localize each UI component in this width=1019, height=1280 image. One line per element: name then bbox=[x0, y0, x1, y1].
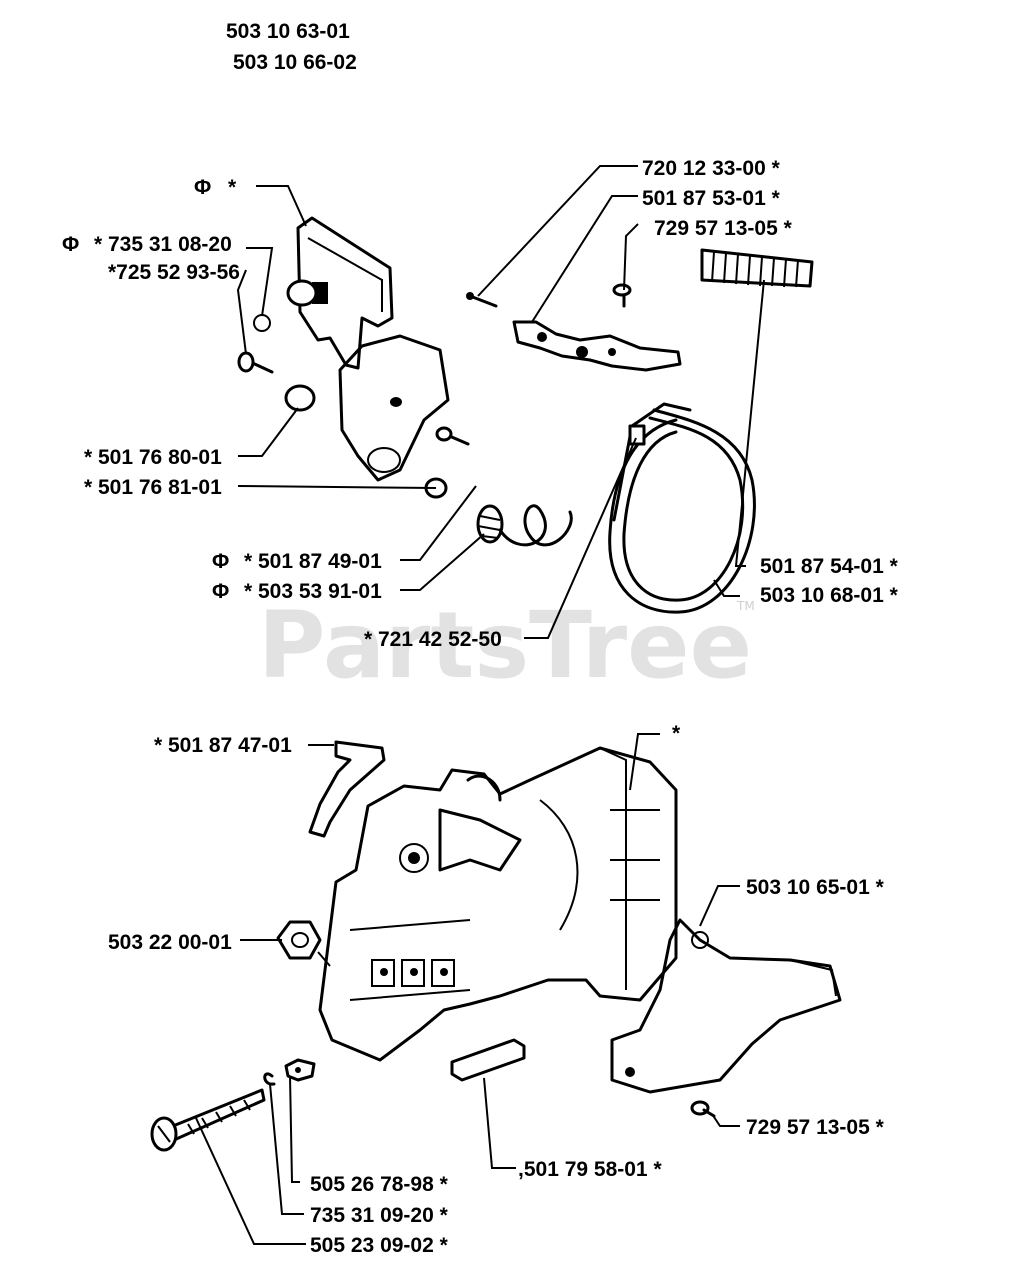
label-503-53-91-01: * 503 53 91-01 bbox=[244, 580, 382, 603]
label-handle: * bbox=[228, 176, 237, 199]
model-number-2: 503 10 66-02 bbox=[233, 51, 357, 74]
circlip-part bbox=[263, 1072, 276, 1086]
label-505-26-78-98: 505 26 78-98 * bbox=[310, 1173, 449, 1196]
leader-lines bbox=[195, 165, 765, 1245]
circle-mark-503-53-91-01: Φ bbox=[212, 580, 229, 603]
label-729-57-13-05-top: 729 57 13-05 * bbox=[654, 217, 793, 240]
label-735-31-09-20: 735 31 09-20 * bbox=[310, 1204, 449, 1227]
chain-guard-part bbox=[610, 918, 842, 1094]
plate-part bbox=[284, 1058, 316, 1082]
label-501-76-80-01: * 501 76 80-01 bbox=[84, 446, 222, 469]
pad-part bbox=[450, 1038, 526, 1082]
screw-bottom-part bbox=[690, 1100, 716, 1118]
label-505-23-09-02: 505 23 09-02 * bbox=[310, 1234, 449, 1257]
small-lever-part bbox=[308, 740, 386, 838]
label-501-76-81-01: * 501 76 81-01 bbox=[84, 476, 222, 499]
label-503-10-65-01: 503 10 65-01 * bbox=[746, 876, 885, 899]
label-720-12-33-00: 720 12 33-00 * bbox=[642, 157, 781, 180]
chain-brake-handle-assembly bbox=[237, 216, 470, 499]
watermark-trademark: TM bbox=[736, 599, 755, 613]
label-729-57-13-05-bottom: 729 57 13-05 * bbox=[746, 1116, 885, 1139]
label-725-52-93-56: *725 52 93-56 bbox=[108, 261, 240, 284]
label-501-87-53-01: 501 87 53-01 * bbox=[642, 187, 781, 210]
brake-linkage bbox=[466, 248, 814, 372]
clutch-cover-housing bbox=[318, 746, 678, 1062]
label-503-10-68-01: 503 10 68-01 * bbox=[760, 584, 899, 607]
label-721-42-52-50: * 721 42 52-50 bbox=[364, 628, 502, 651]
label-501-87-54-01: 501 87 54-01 * bbox=[760, 555, 899, 578]
circle-mark-handle: Φ bbox=[194, 176, 211, 199]
nut-part bbox=[276, 920, 322, 960]
circle-mark-735-31-08-20: Φ bbox=[62, 233, 79, 256]
label-501-87-47-01: * 501 87 47-01 bbox=[154, 734, 292, 757]
circle-mark-501-87-49-01: Φ bbox=[212, 550, 229, 573]
coil-spring bbox=[700, 248, 814, 288]
adjusting-screw-part bbox=[150, 1088, 266, 1152]
label-501-79-58-01: ,501 79 58-01 * bbox=[518, 1158, 662, 1181]
watermark-brand: PartsTree bbox=[258, 592, 752, 699]
label-501-87-49-01: * 501 87 49-01 bbox=[244, 550, 382, 573]
spring-part bbox=[476, 504, 573, 547]
label-503-22-00-01: 503 22 00-01 bbox=[108, 931, 232, 954]
brake-band bbox=[608, 402, 756, 614]
label-735-31-08-20: * 735 31 08-20 bbox=[94, 233, 232, 256]
model-number-1: 503 10 63-01 bbox=[226, 20, 350, 43]
label-housing: * bbox=[672, 722, 681, 745]
